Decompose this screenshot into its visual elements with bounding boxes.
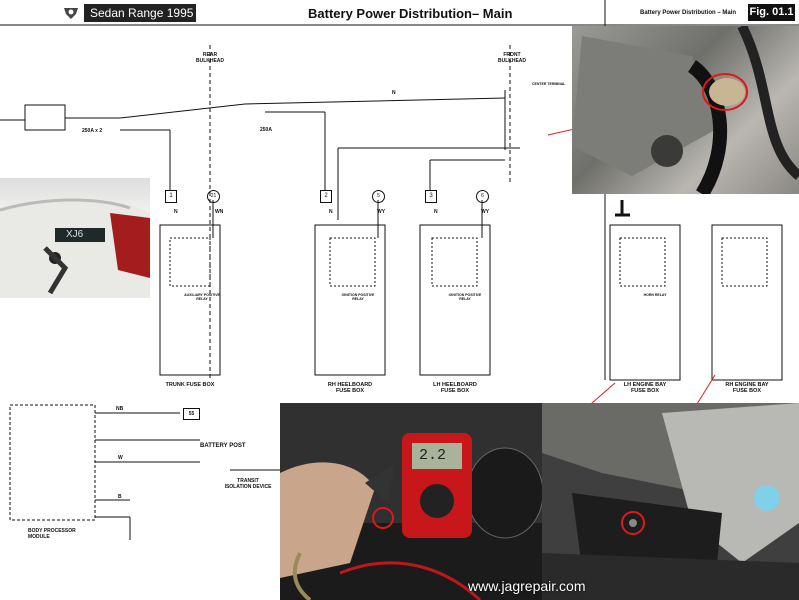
wire-b-label: B (118, 494, 122, 500)
fuse-250x2-label: 250A x 2 (82, 128, 103, 134)
box-3-relay-label: IGNITION POSITIVE RELAY (448, 293, 482, 301)
battery-post-label: BATTERY POST (200, 443, 246, 449)
box-5-caption: RH ENGINE BAY FUSE BOX (725, 382, 769, 394)
wire-w-label: W (118, 455, 123, 461)
box-3-circle: 6 (476, 190, 489, 203)
photo-multimeter: 2.2 (280, 403, 542, 600)
header-bar: Sedan Range 1995 Battery Power Distribut… (0, 0, 799, 26)
box-1-number: 1 (165, 190, 177, 203)
key-tag-text: XJ6 (66, 229, 84, 240)
multimeter-display: 2.2 (419, 447, 447, 464)
box-1-wire-label: WN (215, 209, 224, 215)
box-1-caption: TRUNK FUSE BOX (165, 382, 215, 388)
figure-number: Fig. 01.1 (748, 4, 795, 21)
box-2-relay-label: IGNITION POSITIVE RELAY (341, 293, 375, 301)
rear-bulkhead-label: REAR BULKHEAD (195, 52, 225, 64)
ref-55-box: 55 (183, 408, 200, 420)
box-3-caption: LH HEELBOARD FUSE BOX (433, 382, 477, 394)
watermark-text: www.jagrepair.com (468, 578, 586, 594)
photo-trunk-key: XJ6 (0, 178, 150, 298)
center-terminal-label: CENTER TERMINAL (532, 82, 566, 86)
box-1-n-label: N (174, 209, 178, 215)
fuse-250-label: 250A (260, 127, 272, 133)
front-bulkhead-label: FRONT BULKHEAD (497, 52, 527, 64)
body-processor-label: BODY PROCESSOR MODULE (28, 528, 76, 540)
box-1-relay-label: AUXILIARY POSITIVE RELAY (184, 293, 220, 301)
brand-label: Sedan Range 1995 (84, 4, 196, 22)
box-3-n-label: N (434, 209, 438, 215)
box-1-circle: 21 (207, 190, 220, 203)
box-3-wire-label: WY (481, 209, 490, 215)
box-2-caption: RH HEELBOARD FUSE BOX (327, 382, 373, 394)
photo-engine-bay (542, 403, 799, 600)
box-2-wire-label: WY (377, 209, 386, 215)
wire-n-label: N (392, 90, 396, 96)
box-2-number: 2 (320, 190, 332, 203)
box-4-relay-label: HORN RELAY (643, 293, 667, 297)
box-2-n-label: N (329, 209, 333, 215)
box-3-number: 3 (425, 190, 437, 203)
wire-nb-label: NB (116, 406, 124, 412)
sub-title: Battery Power Distribution – Main (640, 10, 737, 16)
box-2-circle: 5 (372, 190, 385, 203)
jaguar-logo-icon (62, 5, 80, 21)
page-title: Battery Power Distribution– Main (308, 6, 513, 21)
transit-isolation-label: TRANSIT ISOLATION DEVICE (224, 478, 272, 490)
box-4-caption: LH ENGINE BAY FUSE BOX (623, 382, 667, 394)
red-highlight-circle (702, 73, 748, 111)
photo-engine-terminal (572, 26, 799, 194)
